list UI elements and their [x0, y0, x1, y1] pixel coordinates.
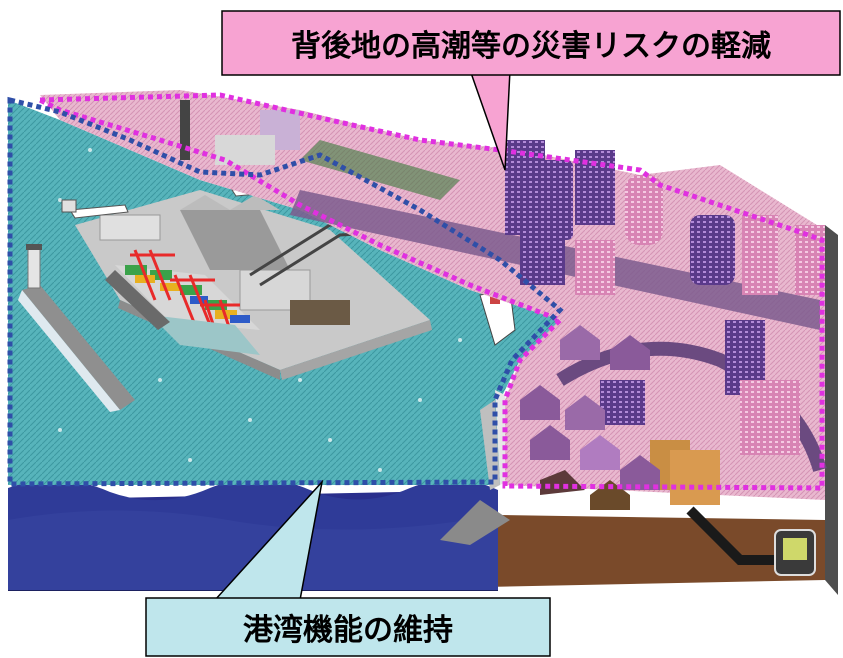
container-ships: [105, 249, 260, 355]
breakwater: [18, 244, 135, 412]
hinterland-boundary: [38, 92, 825, 491]
callout-bottom-box: [145, 597, 551, 657]
callout-top-box: [221, 10, 841, 76]
buildings: [180, 100, 825, 505]
port-area-boundary: [7, 96, 564, 487]
hinterland-risk-label: 背後地の高潮等の災害リスクの軽減: [291, 29, 771, 64]
port-function-label: 港湾機能の維持: [243, 613, 453, 648]
underground-tunnel: [686, 506, 816, 576]
deep-sea: [8, 478, 498, 590]
houses: [520, 325, 660, 510]
